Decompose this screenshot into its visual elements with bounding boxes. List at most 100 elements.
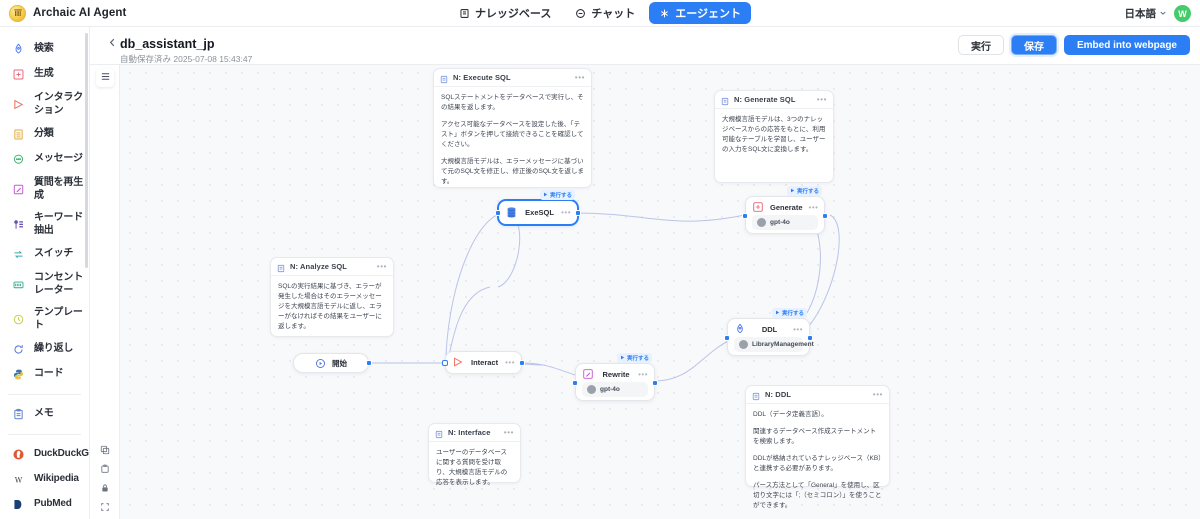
node-model-chip[interactable]: gpt-4o bbox=[582, 382, 648, 397]
brand[interactable]: Archaic AI Agent bbox=[0, 4, 260, 22]
node-model-chip[interactable]: gpt-4o bbox=[752, 215, 818, 230]
note-body: ユーザーのデータベースに関する質問を受け取り、大規模言語モデルの応答を表示します… bbox=[429, 442, 520, 494]
note-title: N: DDL bbox=[765, 390, 792, 399]
note-clipboard-icon bbox=[752, 390, 760, 401]
node-start[interactable]: 開始 bbox=[293, 353, 372, 373]
node-port-out[interactable] bbox=[366, 360, 372, 366]
node-more-icon[interactable]: ••• bbox=[505, 357, 515, 367]
note-more-icon[interactable]: ••• bbox=[574, 73, 585, 82]
node-generate[interactable]: 実行する Generate ••• gpt-4o bbox=[742, 186, 828, 234]
sidebar-item-message-label: メッセージ bbox=[34, 153, 83, 165]
sidebar-item-wikipedia[interactable]: W Wikipedia bbox=[0, 467, 89, 492]
node-port-in[interactable] bbox=[742, 213, 748, 219]
node-more-icon[interactable]: ••• bbox=[561, 208, 571, 217]
node-ddl[interactable]: 実行する DDL ••• LibraryManagement bbox=[724, 308, 814, 356]
note-body: DDL（データ定義言語）。 関連するデータベース作成ステートメントを検索します。… bbox=[746, 404, 889, 518]
note-clipboard-icon bbox=[11, 407, 26, 422]
note-more-icon[interactable]: ••• bbox=[376, 262, 387, 271]
sidebar-item-switch[interactable]: スイッチ bbox=[0, 242, 89, 267]
run-button[interactable]: 実行 bbox=[957, 35, 1004, 55]
note-paragraph: 大規模言語モデルは、エラーメッセージに基づいて元のSQL文を修正し、修正後のSQ… bbox=[441, 158, 585, 186]
node-exesql[interactable]: 実行する ExeSQL ••• bbox=[495, 190, 581, 225]
wikipedia-icon: W bbox=[11, 472, 26, 487]
node-port-in[interactable] bbox=[572, 380, 578, 386]
embed-into-webpage-button[interactable]: Embed into webpage bbox=[1063, 35, 1190, 55]
sidebar-item-loop[interactable]: 繰り返し bbox=[0, 337, 89, 362]
sidebar-item-concentrator[interactable]: コンセントレーター bbox=[0, 267, 89, 302]
sidebar-item-pubmed-label: PubMed bbox=[34, 498, 72, 510]
node-run-badge[interactable]: 実行する bbox=[771, 308, 807, 318]
sidebar-item-duckduckgo[interactable]: DuckDuckGo bbox=[0, 442, 89, 467]
node-port-out[interactable] bbox=[519, 359, 525, 366]
sidebar-item-interaction[interactable]: インタラクション bbox=[0, 87, 89, 122]
note-paragraph: 大規模言語モデルは、3つのナレッジベースからの応答をもとに、利用可能なテーブルを… bbox=[722, 116, 826, 154]
node-port-in[interactable] bbox=[724, 335, 730, 341]
sidebar-item-interaction-label: インタラクション bbox=[34, 92, 83, 116]
tab-chat[interactable]: チャット bbox=[565, 2, 645, 24]
note-more-icon[interactable]: ••• bbox=[503, 428, 514, 437]
list-menu-icon bbox=[100, 71, 111, 85]
copy-button[interactable] bbox=[96, 442, 114, 460]
node-interact[interactable]: Interact ••• bbox=[442, 351, 525, 374]
sidebar-item-generate-label: 生成 bbox=[34, 68, 54, 80]
sidebar-item-search[interactable]: 検索 bbox=[0, 37, 89, 62]
node-kb-chip[interactable]: LibraryManagement bbox=[734, 337, 814, 352]
note-card[interactable]: N: DDL ••• DDL（データ定義言語）。 関連するデータベース作成ステー… bbox=[745, 385, 890, 509]
generate-icon bbox=[752, 201, 764, 213]
node-port-out[interactable] bbox=[807, 335, 813, 341]
back-button[interactable] bbox=[104, 36, 120, 52]
sidebar-item-rewrite-question-label: 質問を再生成 bbox=[34, 177, 83, 201]
paste-button[interactable] bbox=[96, 461, 114, 479]
fit-view-button[interactable] bbox=[96, 499, 114, 517]
sidebar-item-search-label: 検索 bbox=[34, 43, 54, 55]
node-run-badge[interactable]: 実行する bbox=[616, 353, 652, 363]
sidebar-scrollbar[interactable] bbox=[85, 33, 88, 268]
tab-agent[interactable]: エージェント bbox=[649, 2, 752, 24]
tab-knowledge-base[interactable]: ナレッジベース bbox=[449, 2, 561, 24]
node-port-in[interactable] bbox=[442, 359, 448, 366]
note-paragraph: DDL（データ定義言語）。 bbox=[753, 411, 828, 418]
node-rewrite[interactable]: 実行する Rewrite ••• gpt-4o bbox=[572, 353, 658, 401]
sidebar-item-keyword-extract[interactable]: キーワード抽出 bbox=[0, 207, 89, 242]
sidebar-item-pubmed[interactable]: PubMed bbox=[0, 492, 89, 517]
note-more-icon[interactable]: ••• bbox=[816, 95, 827, 104]
node-run-badge[interactable]: 実行する bbox=[539, 190, 575, 200]
avatar[interactable]: W bbox=[1174, 5, 1191, 22]
node-port-in[interactable] bbox=[495, 209, 501, 216]
sidebar-item-keyword-extract-label: キーワード抽出 bbox=[34, 212, 83, 236]
note-title: N: Generate SQL bbox=[734, 95, 796, 104]
sidebar-item-generate[interactable]: 生成 bbox=[0, 62, 89, 87]
node-more-icon[interactable]: ••• bbox=[808, 202, 819, 212]
workflow-header: db_assistant_jp 自動保存済み 2025-07-08 15:43:… bbox=[90, 27, 1200, 65]
kb-icon bbox=[739, 340, 748, 349]
note-card[interactable]: N: Generate SQL ••• 大規模言語モデルは、3つのナレッジベース… bbox=[714, 90, 834, 183]
sidebar-item-note[interactable]: メモ bbox=[0, 402, 89, 427]
svg-text:W: W bbox=[15, 475, 23, 484]
lock-button[interactable] bbox=[96, 480, 114, 498]
note-more-icon[interactable]: ••• bbox=[872, 390, 883, 399]
run-icon bbox=[620, 355, 625, 362]
node-more-icon[interactable]: ••• bbox=[793, 324, 803, 334]
canvas-menu-button[interactable] bbox=[96, 69, 114, 87]
note-card[interactable]: N: Execute SQL ••• SQLステートメントをデータベースで実行し… bbox=[433, 68, 592, 188]
node-more-icon[interactable]: ••• bbox=[638, 369, 648, 379]
node-run-badge[interactable]: 実行する bbox=[786, 186, 822, 196]
sidebar-item-rewrite-question[interactable]: 質問を再生成 bbox=[0, 172, 89, 207]
save-button[interactable]: 保存 bbox=[1010, 35, 1057, 55]
node-port-out[interactable] bbox=[822, 213, 828, 219]
note-card[interactable]: N: Interface ••• ユーザーのデータベースに関する質問を受け取り、… bbox=[428, 423, 521, 486]
workflow-canvas[interactable]: N: Execute SQL ••• SQLステートメントをデータベースで実行し… bbox=[90, 65, 1200, 519]
sidebar-item-code[interactable]: コード bbox=[0, 362, 89, 387]
paste-icon bbox=[100, 463, 110, 477]
language-selector[interactable]: 日本語 bbox=[1125, 6, 1168, 21]
sidebar-item-classify[interactable]: 分類 bbox=[0, 122, 89, 147]
note-card[interactable]: N: Analyze SQL ••• SQLの実行結果に基づき、エラーが発生した… bbox=[270, 257, 394, 337]
run-icon bbox=[775, 310, 780, 317]
sidebar-item-note-label: メモ bbox=[34, 408, 54, 420]
sidebar-item-template[interactable]: テンプレート bbox=[0, 302, 89, 337]
interaction-play-icon bbox=[452, 356, 464, 368]
node-port-out[interactable] bbox=[575, 209, 581, 216]
sidebar-item-message[interactable]: メッセージ bbox=[0, 147, 89, 172]
note-paragraph: アクセス可能なデータベースを設定した後、「テスト」ボタンを押して接続できることを… bbox=[441, 121, 584, 149]
node-port-out[interactable] bbox=[652, 380, 658, 386]
